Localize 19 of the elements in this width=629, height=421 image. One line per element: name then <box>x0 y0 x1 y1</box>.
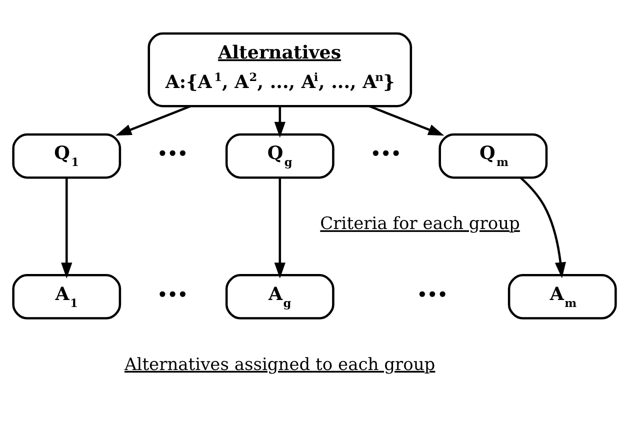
node-box: Alternatives A:{A$^{1}$, A$^{2}$, ..., A$^{i}$, ..., A$^{n}$} <box>148 32 412 108</box>
label: ••• <box>370 144 402 164</box>
label: Criteria for each group <box>320 214 520 234</box>
label: ••• <box>417 284 448 304</box>
arrow <box>274 106 286 138</box>
node-box: Q$_{g}$ <box>225 133 334 179</box>
node-box: A$_{m}$ <box>508 274 617 320</box>
arrow <box>369 105 444 136</box>
arrow <box>274 178 286 278</box>
node-box: Q$_{1}$ <box>12 133 122 179</box>
arrow <box>520 177 566 278</box>
node-box: Q$_{m}$ <box>438 133 548 179</box>
label: ••• <box>157 284 188 304</box>
node-box: A$_{1}$ <box>12 274 122 320</box>
arrow <box>116 105 191 136</box>
label: ••• <box>157 144 188 164</box>
arrow <box>61 178 72 278</box>
label: Alternatives assigned to each group <box>124 354 436 375</box>
node-box: A$_{g}$ <box>225 274 334 320</box>
